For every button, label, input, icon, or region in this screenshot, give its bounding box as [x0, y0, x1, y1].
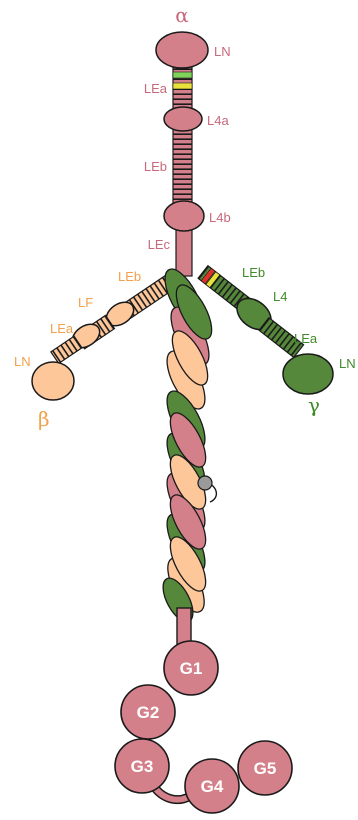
- alpha-lea-green-band: [173, 72, 192, 78]
- gamma-lea-label: LEa: [294, 331, 318, 346]
- gamma-short-arm: [198, 266, 333, 394]
- beta-symbol: β: [38, 407, 50, 431]
- beta-lf-label: LF: [78, 295, 93, 310]
- g4-label: G4: [201, 777, 224, 796]
- alpha-ln-domain: [156, 32, 208, 68]
- beta-ln-label: LN: [14, 354, 31, 369]
- beta-ln-domain: [32, 362, 74, 400]
- alpha-ln-label: LN: [214, 44, 231, 59]
- g5-label: G5: [254, 759, 277, 778]
- alpha-l4a-domain: [164, 107, 202, 131]
- beta-ln-stalk: [51, 336, 82, 363]
- beta-leb-label: LEb: [118, 269, 141, 284]
- gamma-leb-label: LEb: [242, 265, 265, 280]
- lg-domains: G1 G2 G3 G4 G5: [115, 608, 292, 813]
- alpha-lea-yellow-band: [173, 83, 192, 89]
- g3-label: G3: [131, 757, 154, 776]
- knob-domain: [198, 476, 212, 490]
- alpha-leb-label: LEb: [144, 159, 167, 174]
- beta-lea-label: LEa: [50, 321, 74, 336]
- alpha-l4b-label: L4b: [209, 210, 231, 225]
- gamma-ln-domain: [283, 354, 333, 394]
- alpha-lea-label: LEa: [144, 81, 168, 96]
- alpha-symbol: α: [175, 3, 189, 27]
- gamma-l4-label: L4: [273, 289, 287, 304]
- coiled-coil-long-arm: [157, 264, 219, 627]
- alpha-l4b-domain: [164, 201, 204, 231]
- gamma-symbol: γ: [308, 393, 320, 417]
- alpha-leb-rod: [173, 128, 192, 208]
- gamma-ln-label: LN: [339, 356, 356, 371]
- g1-label: G1: [180, 659, 203, 678]
- gamma-labels: LEb L4 LEa LN γ: [242, 265, 356, 417]
- alpha-lec-label: LEc: [148, 237, 171, 252]
- g2-label: G2: [137, 703, 160, 722]
- alpha-lec-rod: [176, 228, 192, 276]
- alpha-l4a-label: L4a: [207, 113, 229, 128]
